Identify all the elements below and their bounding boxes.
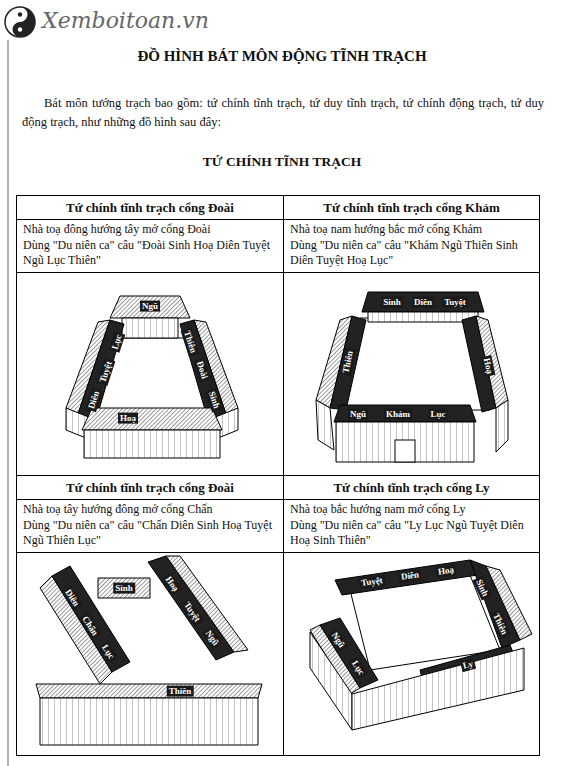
description-line: Dùng "Du niên ca" câu "Chấn Diên Sinh Ho…: [17, 518, 283, 549]
description-line: Dùng "Du niên ca" câu "Ly Lục Ngũ Tuyệt …: [284, 518, 539, 549]
house-chan: [36, 556, 262, 745]
cell-description: Nhà toạ nam hướng bắc mở cổng KhảmDùng "…: [284, 220, 539, 273]
house-kham: [316, 292, 508, 462]
roof-label: Hoạ: [118, 413, 138, 424]
watermark: Xemboitoan.vn: [42, 8, 209, 33]
roof-label: Diên: [412, 297, 434, 308]
table-cell: Tứ chính tĩnh trạch cổng ĐoàiNhà toạ tây…: [16, 475, 284, 756]
intro-paragraph: Bát môn tướng trạch bao gồm: tứ chính tĩ…: [22, 94, 544, 132]
section-heading: TỨ CHÍNH TĨNH TRẠCH: [0, 154, 564, 170]
description-line: Nhà toạ tây hướng đông mở cổng Chấn: [17, 502, 283, 518]
roof-label: Ngũ: [140, 301, 160, 312]
roof-label: Tuyệt: [442, 297, 468, 308]
table-cell: Tứ chính tĩnh trạch cổng KhảmNhà toạ nam…: [283, 195, 540, 476]
description-line: Nhà toạ nam hướng bắc mở cổng Khảm: [284, 222, 539, 238]
cell-heading: Tứ chính tĩnh trạch cổng Đoài: [17, 196, 283, 220]
description-line: Nhà toạ bắc hướng nam mở cổng Ly: [284, 502, 539, 518]
yin-yang-logo: [5, 7, 35, 37]
cell-description: Nhà toạ đông hướng tây mở cổng ĐoàiDùng …: [17, 220, 283, 273]
cell-heading: Tứ chính tĩnh trạch cổng Ly: [284, 476, 539, 500]
page-title: ĐỒ HÌNH BÁT MÔN ĐỘNG TĨNH TRẠCH: [0, 48, 564, 65]
description-line: Dùng "Du niên ca" câu "Đoài Sinh Hoạ Diê…: [17, 238, 283, 269]
table-cell: Tứ chính tĩnh trạch cổng LyNhà toạ bắc h…: [283, 475, 540, 756]
cell-description: Nhà toạ tây hướng đông mở cổng ChấnDùng …: [17, 500, 283, 553]
roof-label: Sinh: [113, 583, 135, 594]
description-line: Nhà toạ đông hướng tây mở cổng Đoài: [17, 222, 283, 238]
roof-label: Sinh: [381, 297, 403, 308]
cell-heading: Tứ chính tĩnh trạch cổng Khảm: [284, 196, 539, 220]
house-ly: [310, 560, 532, 730]
roof-label: Khảm: [384, 409, 412, 420]
cell-description: Nhà toạ bắc hướng nam mở cổng LyDùng "Du…: [284, 500, 539, 553]
cell-heading: Tứ chính tĩnh trạch cổng Đoài: [17, 476, 283, 500]
table-cell: Tứ chính tĩnh trạch cổng ĐoàiNhà toạ đôn…: [16, 195, 284, 476]
description-line: Dùng "Du niên ca" câu "Khảm Ngũ Thiên Si…: [284, 238, 539, 269]
roof-label: Lục: [428, 409, 447, 420]
house-doai: [66, 296, 238, 458]
roof-label: Ngũ: [348, 409, 368, 420]
roof-label: Thiên: [167, 686, 194, 697]
